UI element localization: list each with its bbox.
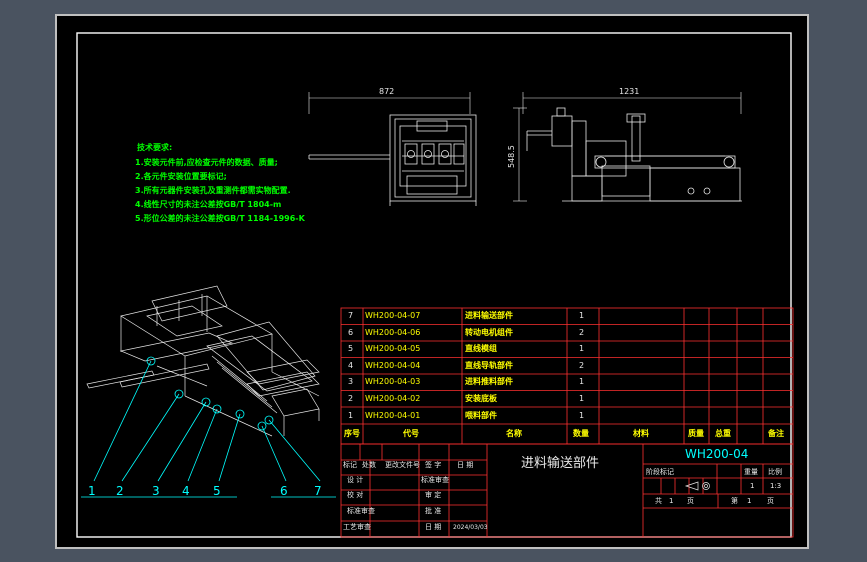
bom-qty: 1 (579, 377, 585, 386)
balloon-5: 5 (213, 484, 221, 498)
bom-code: WH200-04-02 (365, 394, 421, 403)
title-block-grid (340, 443, 794, 538)
isometric-circles (146, 356, 274, 431)
bom-header-no: 序号 (344, 429, 360, 438)
bom-no: 2 (348, 394, 354, 403)
projection-symbol (684, 481, 710, 491)
bom-qty: 1 (579, 394, 585, 403)
bom-header-name: 名称 (506, 429, 522, 438)
bom-no: 4 (348, 361, 354, 370)
side-height-dim: 548.5 (507, 145, 516, 168)
tb-total-suffix: 页 (687, 497, 694, 505)
tb-weight-label: 重量 (744, 468, 758, 476)
tb-rev-count: 处数 (362, 461, 376, 469)
tech-req-5: 5.形位公差的未注公差按GB/T 1184-1996-K (135, 214, 305, 223)
tb-design-label: 设 计 (347, 476, 364, 484)
tb-current-prefix: 第 (731, 497, 738, 505)
balloon-4: 4 (182, 484, 190, 498)
bom-header-remark: 备注 (768, 429, 784, 438)
tb-approve-label: 批 准 (425, 507, 442, 515)
bom-no: 6 (348, 328, 354, 337)
bom-qty: 1 (579, 344, 585, 353)
balloon-2: 2 (116, 484, 124, 498)
tb-rev-mark: 标记 (343, 461, 357, 469)
tb-current-suffix: 页 (767, 497, 774, 505)
tb-review-label: 审 定 (425, 491, 442, 499)
tb-current: 1 (747, 497, 752, 505)
bom-header-mass-single: 质量 (688, 429, 704, 438)
tb-scale-value: 1:3 (770, 482, 782, 490)
bom-name: 直线导轨部件 (465, 361, 513, 370)
bom-qty: 2 (579, 328, 585, 337)
bom-name: 转动电机组件 (465, 328, 513, 337)
isometric-view (86, 285, 320, 437)
tb-total: 1 (669, 497, 674, 505)
bom-no: 1 (348, 411, 354, 420)
tb-rev-date: 日 期 (457, 461, 474, 469)
balloon-3: 3 (152, 484, 160, 498)
tb-design-date: 2024/03/03 (453, 524, 488, 531)
tb-craft-label: 工艺审查 (343, 523, 371, 531)
bom-name: 进料输送部件 (465, 311, 513, 320)
tech-req-title: 技术要求: (137, 143, 173, 152)
bom-code: WH200-04-04 (365, 361, 421, 370)
bom-name: 进料推料部件 (465, 377, 513, 386)
side-view (526, 107, 742, 202)
tb-scale-label: 比例 (768, 468, 782, 476)
tb-drawing-no: WH200-04 (685, 447, 749, 461)
drawing-frame: 872 (76, 32, 794, 538)
tech-req-2: 2.各元件安装位置要标记; (135, 172, 227, 181)
bom-header-code: 代号 (403, 429, 419, 438)
tb-craft-review-label: 标准审查 (347, 507, 375, 515)
tech-req-1: 1.安装元件前,应检查元件的数据、质量; (135, 158, 278, 167)
bom-header-material: 材料 (633, 429, 649, 438)
bom-code: WH200-04-03 (365, 377, 421, 386)
tb-rev-sign: 签 字 (425, 461, 442, 469)
bom-qty: 1 (579, 411, 585, 420)
tb-date-label: 日 期 (425, 523, 442, 531)
tb-weight-value: 1 (750, 482, 755, 490)
balloon-1: 1 (88, 484, 96, 498)
bom-code: WH200-04-01 (365, 411, 421, 420)
balloon-7: 7 (314, 484, 322, 498)
bom-name: 直线模组 (465, 344, 497, 353)
bom-no: 5 (348, 344, 354, 353)
bom-no: 7 (348, 311, 354, 320)
tb-stage-mark: 阶段标记 (646, 468, 674, 476)
tb-part-name: 进料输送部件 (521, 456, 600, 471)
tb-standardize-label: 标准审查 (421, 476, 449, 484)
tech-req-3: 3.所有元器件安装孔及重测件都需实物配置. (135, 186, 291, 195)
tb-check-label: 校 对 (347, 491, 364, 499)
tb-total-prefix: 共 (655, 497, 662, 505)
bom-header-mass-total: 总重 (715, 429, 731, 438)
bom-qty: 2 (579, 361, 585, 370)
front-view (308, 114, 477, 206)
balloon-6: 6 (280, 484, 288, 498)
bom-qty: 1 (579, 311, 585, 320)
bom-header-qty: 数量 (573, 429, 589, 438)
bom-code: WH200-04-07 (365, 311, 421, 320)
tech-req-4: 4.线性尺寸的未注公差按GB/T 1804-m (135, 200, 282, 209)
bom-no: 3 (348, 377, 354, 386)
tb-rev-change-doc: 更改文件号 (385, 461, 420, 469)
bom-code: WH200-04-06 (365, 328, 421, 337)
bom-code: WH200-04-05 (365, 344, 421, 353)
bom-name: 安装底板 (465, 394, 497, 403)
bom-name: 喂料部件 (465, 411, 497, 420)
leader-lines (81, 360, 336, 498)
drawing-sheet: 872 (55, 14, 809, 549)
side-width-dim: 1231 (619, 87, 639, 96)
front-width-dim: 872 (379, 87, 394, 96)
